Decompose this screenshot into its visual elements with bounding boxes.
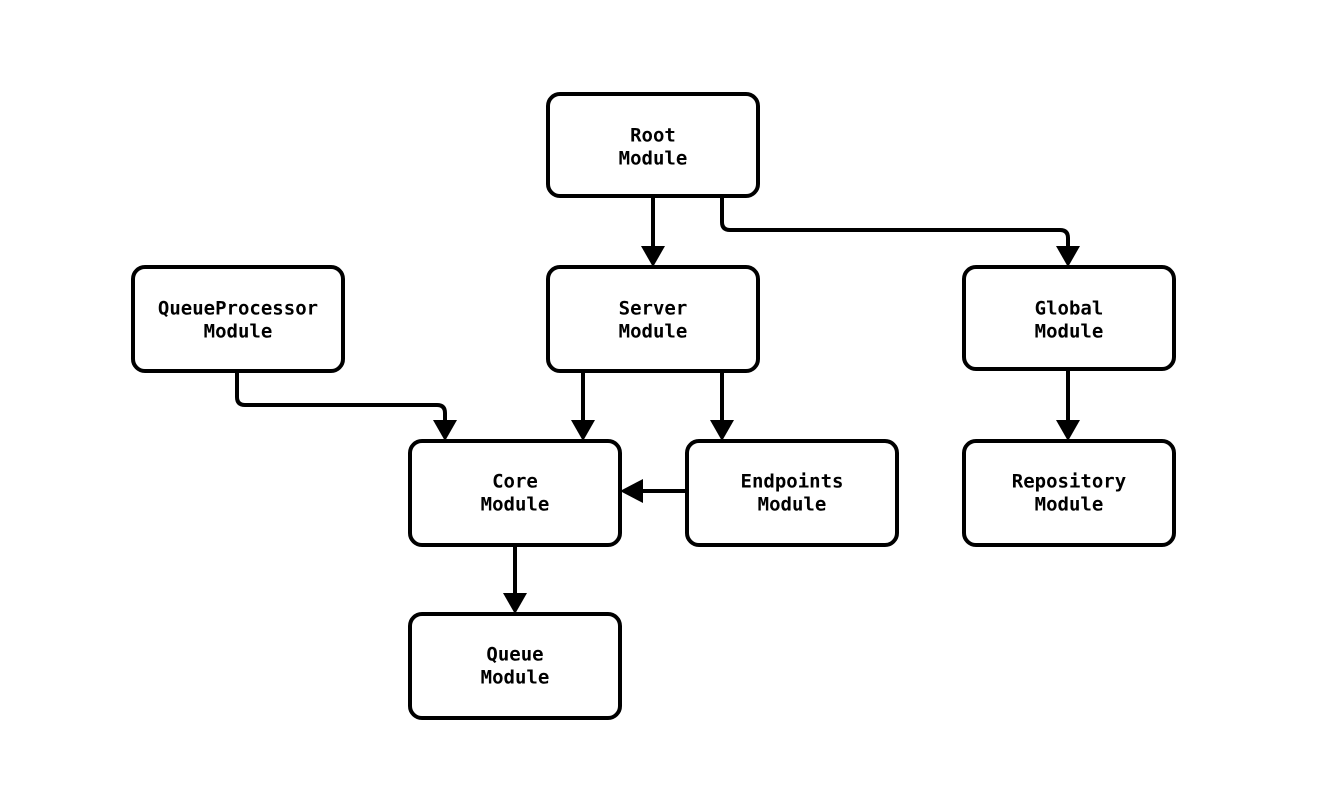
edge-line bbox=[235, 371, 447, 422]
node-repository-module[interactable]: Repository Module bbox=[962, 439, 1176, 547]
node-label-line2: Module bbox=[758, 494, 827, 516]
node-label-line2: Module bbox=[619, 148, 688, 170]
node-label-line2: Module bbox=[204, 321, 273, 343]
arrowhead-icon bbox=[1056, 246, 1080, 267]
arrowhead-icon bbox=[503, 593, 527, 614]
node-box[interactable] bbox=[546, 92, 760, 198]
node-label-line1: Root bbox=[630, 125, 676, 147]
node-label-line1: Queue bbox=[486, 644, 543, 666]
node-box[interactable] bbox=[408, 612, 622, 720]
node-box[interactable] bbox=[962, 439, 1176, 547]
node-label-line1: Global bbox=[1035, 298, 1104, 320]
node-label-line2: Module bbox=[1035, 321, 1104, 343]
arrowhead-icon bbox=[641, 246, 665, 267]
node-box[interactable] bbox=[131, 265, 345, 373]
arrowhead-icon bbox=[1056, 420, 1080, 441]
edge-server-to-core bbox=[571, 371, 595, 441]
edge-line bbox=[720, 196, 1070, 248]
node-queueprocessor-module[interactable]: QueueProcessor Module bbox=[131, 265, 345, 373]
edge-endpoints-to-core bbox=[620, 479, 687, 503]
node-label-line2: Module bbox=[481, 667, 550, 689]
node-label-line1: Server bbox=[619, 298, 688, 320]
node-label-line2: Module bbox=[1035, 494, 1104, 516]
node-global-module[interactable]: Global Module bbox=[962, 265, 1176, 371]
node-box[interactable] bbox=[408, 439, 622, 547]
node-label-line1: Endpoints bbox=[741, 471, 844, 493]
node-core-module[interactable]: Core Module bbox=[408, 439, 622, 547]
node-root-module[interactable]: Root Module bbox=[546, 92, 760, 198]
node-label-line2: Module bbox=[619, 321, 688, 343]
node-endpoints-module[interactable]: Endpoints Module bbox=[685, 439, 899, 547]
node-box[interactable] bbox=[685, 439, 899, 547]
node-label-line1: Core bbox=[492, 471, 538, 493]
edge-queueprocessor-to-core bbox=[235, 371, 457, 441]
edge-core-to-queue bbox=[503, 545, 527, 614]
node-label-line1: QueueProcessor bbox=[158, 298, 318, 320]
node-label-line2: Module bbox=[481, 494, 550, 516]
arrowhead-icon bbox=[433, 420, 457, 441]
edge-global-to-repository bbox=[1056, 369, 1080, 441]
edge-server-to-endpoints bbox=[710, 371, 734, 441]
arrowhead-icon bbox=[710, 420, 734, 441]
node-queue-module[interactable]: Queue Module bbox=[408, 612, 622, 720]
arrowhead-icon bbox=[571, 420, 595, 441]
edge-root-to-global bbox=[720, 196, 1080, 267]
arrowhead-icon bbox=[620, 479, 643, 503]
node-box[interactable] bbox=[546, 265, 760, 373]
node-server-module[interactable]: Server Module bbox=[546, 265, 760, 373]
node-label-line1: Repository bbox=[1012, 471, 1126, 493]
edge-root-to-server bbox=[641, 196, 665, 267]
node-box[interactable] bbox=[962, 265, 1176, 371]
